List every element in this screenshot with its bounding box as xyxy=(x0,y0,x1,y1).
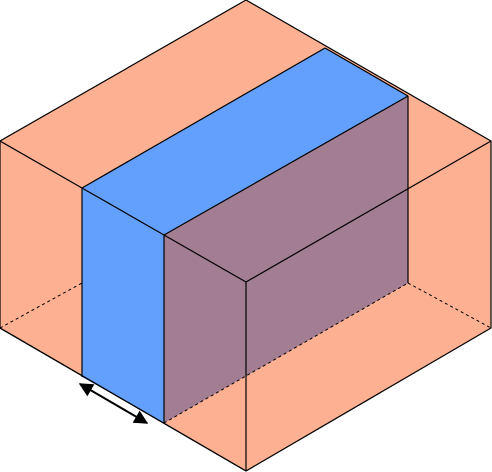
slab-top-right-edge xyxy=(163,95,409,236)
slab-thickness-arrow xyxy=(78,383,149,424)
box-right-face-front-part xyxy=(246,188,408,376)
slab-top-left-edge xyxy=(81,47,326,189)
hidden-edge-back xyxy=(407,282,492,329)
hidden-edges xyxy=(0,282,492,424)
box-top-front-left xyxy=(0,140,83,189)
slab-front-top-edge xyxy=(81,187,165,236)
box-top-front-right xyxy=(245,140,492,283)
slab-top-back-edge xyxy=(324,47,409,97)
thickness-arrow xyxy=(78,383,149,424)
hidden-edge-slab-bottom xyxy=(163,282,409,424)
box-top-front-mid xyxy=(163,234,247,283)
slab-front-face xyxy=(82,188,164,423)
slab-top-face xyxy=(82,48,408,235)
